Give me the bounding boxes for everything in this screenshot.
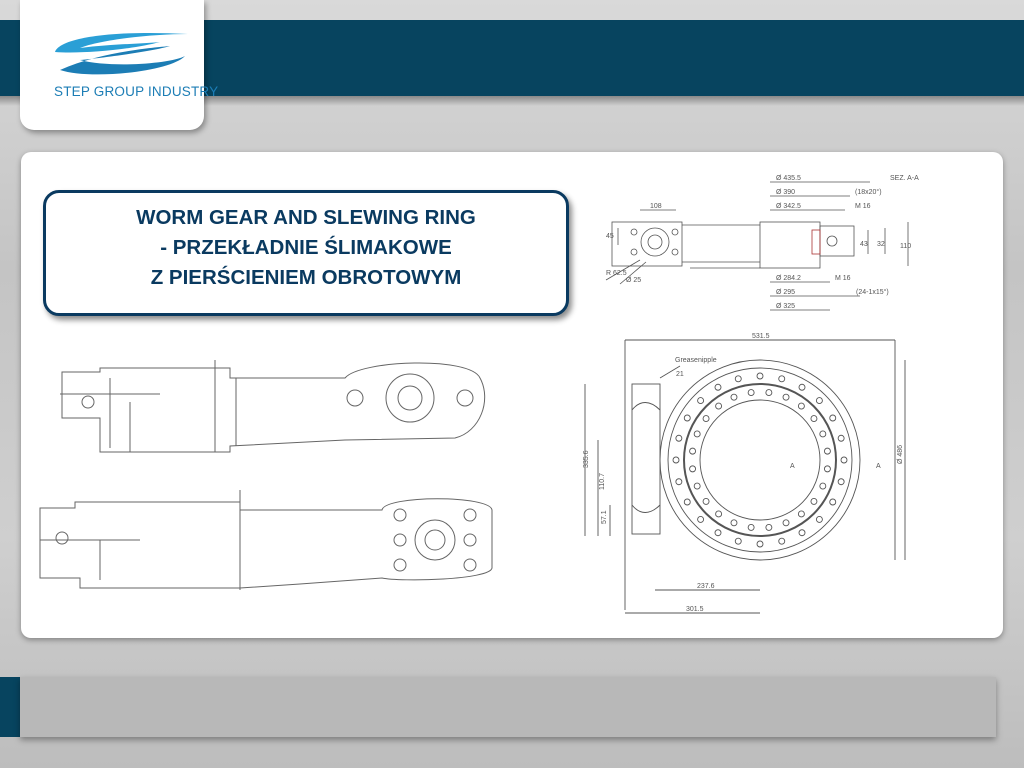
title-line-3: Z PIERŚCIENIEM OBROTOWYM (150, 266, 462, 289)
company-logo-icon (55, 32, 188, 75)
logo-card: STEP GROUP INDUSTRY (20, 0, 218, 130)
company-name: STEP GROUP INDUSTRY (54, 84, 219, 99)
footer-band (20, 677, 996, 737)
footer-accent (0, 677, 20, 737)
title-line-2: - PRZEKŁADNIE ŚLIMAKOWE (160, 236, 452, 259)
title-line-1: WORM GEAR AND SLEWING RING (136, 206, 476, 229)
title-box: WORM GEAR AND SLEWING RING - PRZEKŁADNIE… (43, 190, 569, 316)
header-shadow (0, 96, 1024, 106)
